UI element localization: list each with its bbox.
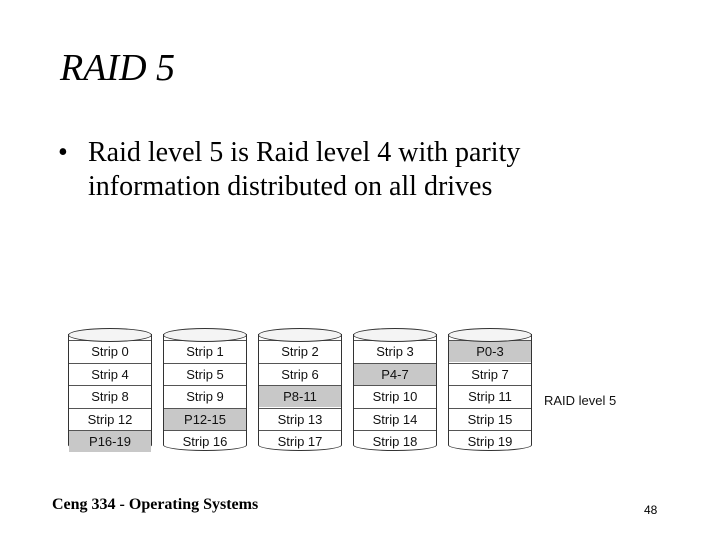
disk-top: [163, 328, 247, 342]
bullet-list: • Raid level 5 is Raid level 4 with pari…: [58, 136, 658, 204]
disk-top: [258, 328, 342, 342]
data-strip: Strip 19: [449, 430, 531, 452]
disk-top: [353, 328, 437, 342]
data-strip: Strip 14: [354, 407, 436, 430]
disk-body: [353, 334, 437, 451]
data-strip: Strip 11: [449, 385, 531, 407]
data-strip: Strip 7: [449, 362, 531, 385]
disk-top: [448, 328, 532, 342]
data-strip: Strip 4: [69, 362, 151, 385]
bullet-marker-icon: •: [58, 137, 68, 168]
parity-block: P16-19: [69, 430, 151, 452]
disk-top: [68, 328, 152, 342]
data-strip: Strip 3: [354, 340, 436, 362]
data-strip: Strip 13: [259, 407, 341, 430]
parity-block: P0-3: [449, 340, 531, 362]
bullet-item: • Raid level 5 is Raid level 4 with pari…: [58, 136, 658, 204]
disk-body: [163, 334, 247, 451]
parity-block: P4-7: [354, 362, 436, 385]
footer-text: Ceng 334 - Operating Systems: [52, 496, 259, 513]
data-strip: Strip 1: [164, 340, 246, 362]
data-strip: Strip 8: [69, 385, 151, 407]
data-strip: Strip 18: [354, 430, 436, 452]
parity-block: P12-15: [164, 407, 246, 430]
data-strip: Strip 6: [259, 362, 341, 385]
parity-block: P8-11: [259, 385, 341, 407]
data-strip: Strip 17: [259, 430, 341, 452]
data-strip: Strip 2: [259, 340, 341, 362]
page-number: 48: [644, 503, 658, 517]
data-strip: Strip 10: [354, 385, 436, 407]
data-strip: Strip 9: [164, 385, 246, 407]
data-strip: Strip 0: [69, 340, 151, 362]
raid-level-label: RAID level 5: [544, 393, 617, 408]
slide-title: RAID 5: [60, 47, 176, 89]
data-strip: Strip 5: [164, 362, 246, 385]
data-strip: Strip 15: [449, 407, 531, 430]
data-strip: Strip 12: [69, 407, 151, 430]
data-strip: Strip 16: [164, 430, 246, 452]
bullet-text: Raid level 5 is Raid level 4 with parity…: [88, 137, 521, 202]
